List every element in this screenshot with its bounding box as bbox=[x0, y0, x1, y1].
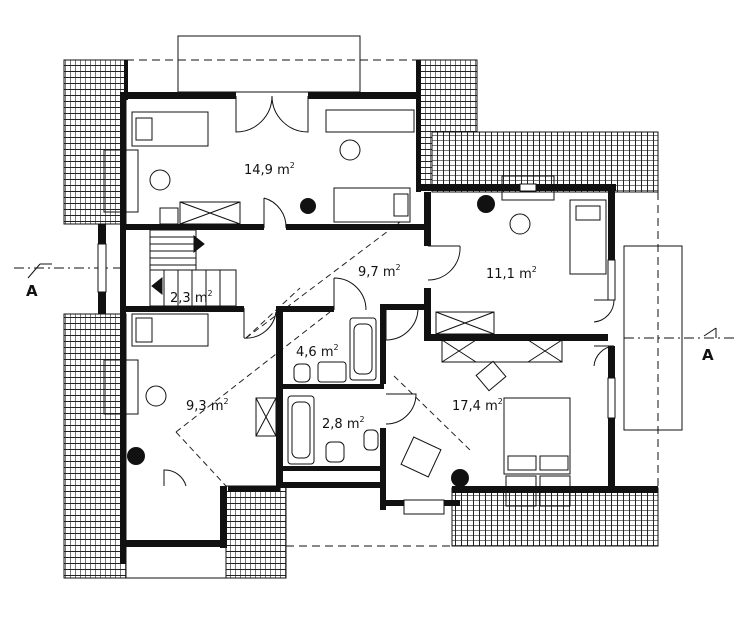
outline-lines bbox=[14, 35, 736, 579]
windows bbox=[97, 183, 616, 515]
plant-icon bbox=[477, 195, 495, 213]
desk-north-right bbox=[325, 109, 415, 133]
cabinet-north bbox=[179, 201, 241, 225]
plant-icon bbox=[451, 469, 469, 487]
doors bbox=[163, 95, 615, 487]
chair-north-left bbox=[149, 169, 171, 191]
wardrobe bbox=[441, 339, 563, 363]
toilet-wc bbox=[325, 441, 345, 463]
area-bedroom: 17,4 m2 bbox=[452, 397, 503, 414]
area-hall: 9,7 m2 bbox=[358, 263, 401, 280]
shelf-west bbox=[255, 397, 277, 437]
stairs bbox=[149, 229, 237, 307]
bed-west bbox=[131, 313, 209, 347]
sink-bathroom bbox=[317, 361, 347, 383]
double-bed bbox=[503, 397, 571, 475]
bed-north-right bbox=[333, 187, 411, 223]
sink-wc bbox=[363, 429, 379, 451]
area-room-west: 9,3 m2 bbox=[186, 397, 229, 414]
section-marker-right: A bbox=[702, 346, 714, 364]
plants bbox=[127, 195, 495, 487]
toilet-bathroom bbox=[293, 363, 311, 383]
desk-west bbox=[103, 359, 139, 415]
area-room-north: 14,9 m2 bbox=[244, 161, 295, 178]
roof-ridge-lines bbox=[175, 221, 471, 487]
armchair bbox=[400, 436, 442, 478]
section-marker-left: A bbox=[26, 282, 38, 300]
bed-north-left bbox=[131, 111, 209, 147]
bed-east bbox=[569, 199, 607, 275]
chair-west bbox=[145, 385, 167, 407]
area-room-east: 11,1 m2 bbox=[486, 265, 537, 282]
area-bathroom: 4,6 m2 bbox=[296, 343, 339, 360]
room-labels: 14,9 m2 9,7 m2 11,1 m2 2,3 m2 4,6 m2 9,3… bbox=[170, 161, 537, 432]
plant-icon bbox=[127, 447, 145, 465]
desk-north-left bbox=[103, 149, 139, 213]
cabinet-east bbox=[435, 311, 495, 335]
shower-tub bbox=[287, 395, 315, 465]
chair-north-right bbox=[339, 139, 361, 161]
armchair-small bbox=[475, 360, 507, 392]
area-wc: 2,8 m2 bbox=[322, 415, 365, 432]
furniture bbox=[103, 109, 607, 507]
chair-east bbox=[509, 213, 531, 235]
area-stair: 2,3 m2 bbox=[170, 289, 213, 306]
walls bbox=[98, 60, 658, 564]
plant-icon bbox=[300, 198, 316, 214]
roof-tiles bbox=[63, 59, 659, 579]
bathtub bbox=[349, 317, 377, 381]
desk-east bbox=[501, 175, 555, 201]
